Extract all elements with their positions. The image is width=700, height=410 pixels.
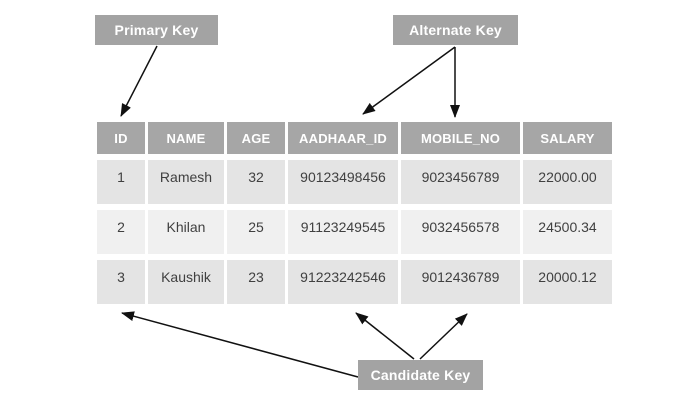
column-header-name: NAME	[148, 122, 224, 154]
arrow-candidate-to-mobile	[419, 313, 468, 360]
arrow-candidate-to-aadhaar	[355, 312, 415, 360]
table-cell: 2	[97, 210, 145, 254]
table-cell: 32	[227, 160, 285, 204]
table-cell: 91123249545	[288, 210, 398, 254]
table-cell: 20000.12	[523, 260, 612, 304]
table-cell: 3	[97, 260, 145, 304]
column-header-id: ID	[97, 122, 145, 154]
table-cell: 24500.34	[523, 210, 612, 254]
column-header-aadhaar: AADHAAR_ID	[288, 122, 398, 154]
table-cell: 1	[97, 160, 145, 204]
table-cell: 9032456578	[401, 210, 520, 254]
table-cell: 90123498456	[288, 160, 398, 204]
employee-table: ID NAME AGE AADHAAR_ID MOBILE_NO SALARY …	[97, 122, 612, 304]
table-cell: Ramesh	[148, 160, 224, 204]
table-cell: 9012436789	[401, 260, 520, 304]
column-header-salary: SALARY	[523, 122, 612, 154]
table-cell: 23	[227, 260, 285, 304]
table-cell: Khilan	[148, 210, 224, 254]
alternate-key-label: Alternate Key	[393, 15, 518, 45]
column-header-mobile: MOBILE_NO	[401, 122, 520, 154]
arrow-primary-to-id	[120, 45, 158, 117]
table-cell: 22000.00	[523, 160, 612, 204]
table-cell: 91223242546	[288, 260, 398, 304]
table-cell: Kaushik	[148, 260, 224, 304]
arrow-alternate-to-aadhaar	[362, 46, 456, 115]
arrow-candidate-to-id	[121, 311, 359, 378]
table-cell: 25	[227, 210, 285, 254]
candidate-key-label: Candidate Key	[358, 360, 483, 390]
column-header-age: AGE	[227, 122, 285, 154]
primary-key-label: Primary Key	[95, 15, 218, 45]
table-cell: 9023456789	[401, 160, 520, 204]
